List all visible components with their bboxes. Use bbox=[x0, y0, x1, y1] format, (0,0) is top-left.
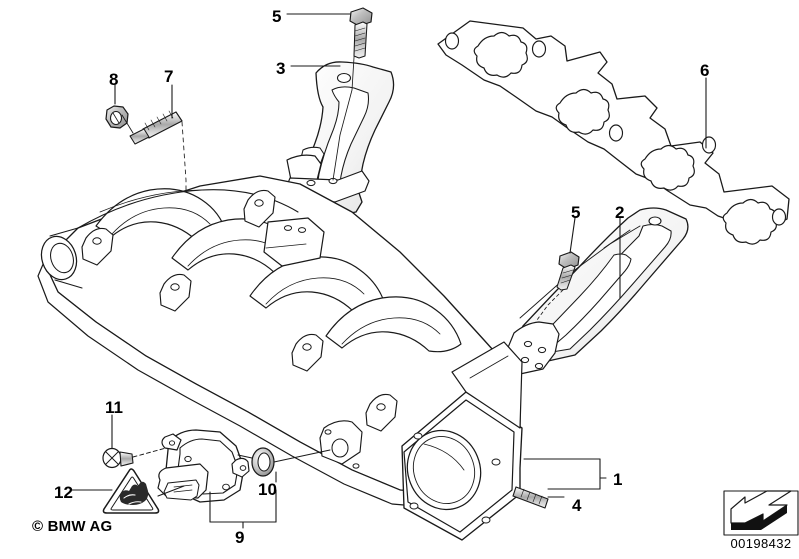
bmw-arrow-logo-icon bbox=[723, 490, 799, 536]
callout-10: 10 bbox=[258, 480, 277, 499]
bolt-part-5-right bbox=[536, 217, 580, 321]
callout-7: 7 bbox=[164, 67, 174, 86]
warning-symbol-part-12 bbox=[71, 468, 185, 514]
sensor-part-9 bbox=[157, 429, 277, 529]
screw-part-11 bbox=[102, 414, 167, 469]
callout-2: 2 bbox=[615, 203, 625, 222]
gasket-part-6 bbox=[437, 20, 790, 245]
callout-8: 8 bbox=[109, 70, 119, 89]
bracket-part-2 bbox=[506, 207, 689, 375]
callout-4: 4 bbox=[572, 496, 582, 515]
callout-9: 9 bbox=[235, 528, 245, 547]
manifold-part-1 bbox=[37, 175, 607, 541]
nut-part-8 bbox=[105, 84, 129, 129]
copyright-notice: © BMW AG bbox=[32, 518, 113, 535]
callout-6: 6 bbox=[700, 61, 710, 80]
o-ring-part-10 bbox=[237, 447, 331, 483]
stud-part-4 bbox=[512, 486, 565, 509]
callout-5-right: 5 bbox=[571, 203, 581, 222]
stud-part-7 bbox=[121, 84, 187, 215]
callout-3: 3 bbox=[276, 59, 286, 78]
callout-1: 1 bbox=[613, 470, 623, 489]
diagram-part-number: 00198432 bbox=[730, 536, 792, 551]
callout-5-upper: 5 bbox=[272, 7, 282, 26]
callout-12: 12 bbox=[54, 483, 73, 502]
callout-11: 11 bbox=[105, 398, 123, 417]
bolt-part-5-upper bbox=[286, 7, 373, 59]
